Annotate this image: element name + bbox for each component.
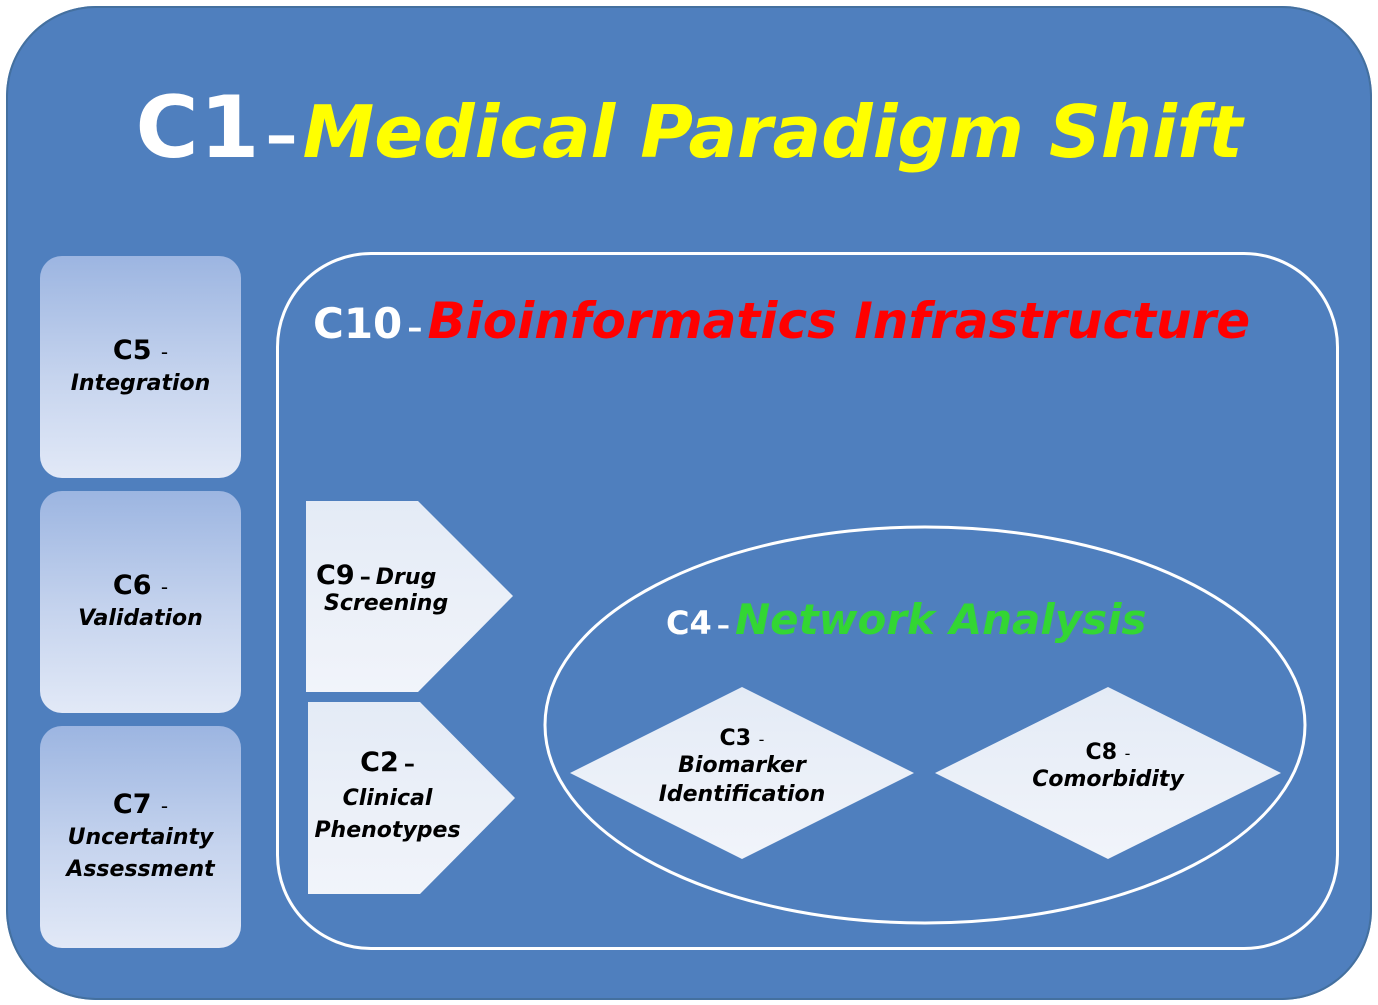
c2-label-line2: Phenotypes bbox=[314, 818, 461, 843]
c5-dash: - bbox=[160, 339, 169, 364]
c10-name: Bioinformatics Infrastructure bbox=[427, 292, 1251, 350]
c2-clinical-phenotypes-text: C2 – Clinical Phenotypes bbox=[310, 746, 465, 847]
c4-network-analysis-ellipse bbox=[543, 525, 1307, 925]
c10-dash: – bbox=[407, 311, 423, 346]
c2-arrow-shape bbox=[308, 702, 515, 894]
c6-validation-box: C6 - Validation bbox=[40, 491, 241, 713]
c8-dash: - bbox=[1124, 744, 1131, 763]
c6-code: C6 bbox=[112, 569, 152, 601]
c2-code: C2 bbox=[360, 747, 399, 778]
c8-code: C8 bbox=[1085, 740, 1117, 765]
c3-biomarker-identification-text: C3 - Biomarker Identification bbox=[642, 726, 842, 809]
c9-arrow-shape bbox=[306, 501, 513, 692]
c4-code: C4 bbox=[666, 604, 712, 642]
c7-uncertainty-assessment-box: C7 - Uncertainty Assessment bbox=[40, 726, 241, 948]
c1-title: C1 – Medical Paradigm Shift bbox=[0, 78, 1378, 178]
c7-code: C7 bbox=[112, 788, 152, 820]
c6-dash: - bbox=[160, 574, 169, 599]
c10-code: C10 bbox=[313, 299, 403, 348]
c6-label: Validation bbox=[78, 605, 203, 631]
c4-name: Network Analysis bbox=[734, 595, 1147, 644]
c9-code: C9 bbox=[316, 560, 355, 591]
c3-dash: - bbox=[758, 730, 765, 749]
c1-dash: – bbox=[265, 99, 298, 173]
c1-code: C1 bbox=[135, 78, 261, 178]
c7-dash: - bbox=[160, 793, 169, 818]
c8-comorbidity-text: C8 - Comorbidity bbox=[1008, 740, 1208, 794]
c9-drug-screening-text: C9 – Drug Screening bbox=[316, 560, 456, 616]
c5-code: C5 bbox=[112, 334, 152, 366]
c3-diamond-shape bbox=[570, 687, 914, 859]
c3-code: C3 bbox=[719, 726, 751, 751]
c8-diamond-shape bbox=[935, 687, 1281, 859]
c9-dash: – bbox=[359, 565, 371, 590]
c5-integration-box: C5 - Integration bbox=[40, 256, 241, 478]
c8-label: Comorbidity bbox=[1032, 767, 1184, 792]
c2-label-line1: Clinical bbox=[342, 786, 433, 811]
c4-title: C4 – Network Analysis bbox=[666, 595, 1147, 644]
c3-label-line1: Biomarker bbox=[678, 753, 806, 778]
c4-dash: – bbox=[716, 611, 730, 641]
c9-label-line2: Screening bbox=[324, 591, 449, 616]
c3-label-line2: Identification bbox=[658, 782, 826, 807]
c5-label: Integration bbox=[70, 370, 211, 396]
c2-dash: – bbox=[403, 752, 415, 777]
c9-label-line1: Drug bbox=[375, 565, 437, 590]
c7-label-line2: Assessment bbox=[66, 856, 215, 882]
c1-name: Medical Paradigm Shift bbox=[302, 90, 1243, 174]
c10-bioinformatics-infrastructure-container bbox=[276, 252, 1339, 950]
c10-title: C10 – Bioinformatics Infrastructure bbox=[313, 292, 1250, 350]
c7-label-line1: Uncertainty bbox=[67, 824, 214, 850]
